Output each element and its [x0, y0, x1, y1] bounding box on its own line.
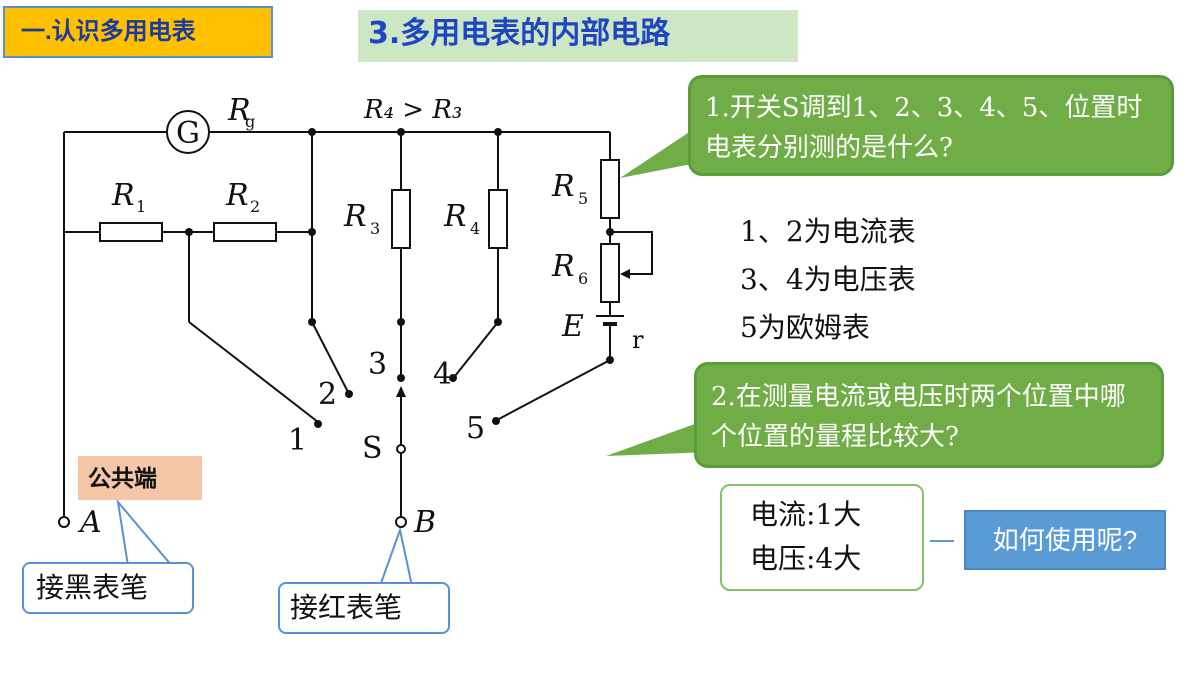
svg-text:6: 6 — [578, 269, 588, 288]
rg-sub: g — [245, 112, 255, 131]
battery-label: E — [561, 309, 584, 344]
answer-line-2: 3、4为电压表 — [740, 263, 916, 296]
position-3-label: 3 — [368, 347, 387, 382]
galvanometer-label: G — [176, 116, 200, 151]
section-tag: 一.认识多用电表 — [3, 6, 273, 58]
svg-text:5: 5 — [578, 189, 588, 208]
resistor-r1 — [99, 222, 163, 242]
terminal-b — [395, 516, 407, 528]
r2-label: R — [225, 178, 249, 213]
connector-line — [930, 540, 954, 542]
how-to-use-button[interactable]: 如何使用呢? — [964, 510, 1166, 570]
switch-s — [396, 444, 406, 454]
slide-title: 3.多用电表的内部电路 — [358, 10, 798, 62]
resistor-r5 — [600, 159, 620, 219]
switch-position-2 — [345, 390, 353, 398]
position-1-label: 1 — [288, 423, 307, 458]
svg-text:1: 1 — [136, 197, 146, 216]
svg-text:3: 3 — [370, 219, 380, 238]
position-5-label: 5 — [466, 411, 485, 446]
switch-position-4 — [449, 374, 457, 382]
r5-label: R — [551, 169, 575, 204]
question-1-callout: 1.开关S调到1、2、3、4、5、位置时电表分别测的是什么? — [688, 75, 1174, 176]
r4-label: R — [443, 199, 467, 234]
common-terminal-tag: 公共端 — [78, 456, 202, 500]
svg-text:4: 4 — [470, 219, 480, 238]
resistor-r2 — [213, 222, 277, 242]
switch-label: S — [362, 431, 383, 466]
answer-line-1: 1、2为电流表 — [740, 215, 916, 248]
red-probe-label: 接红表笔 — [278, 582, 450, 634]
terminal-a-label: A — [77, 505, 102, 540]
resistance-relation: R₄ > R₃ — [363, 95, 462, 125]
resistor-r4 — [488, 189, 508, 249]
switch-position-5 — [492, 417, 500, 425]
switch-position-1 — [314, 420, 322, 428]
internal-resistance-label: r — [632, 326, 644, 354]
range-answer-current: 电流:1大 — [750, 498, 862, 531]
svg-text:2: 2 — [250, 197, 260, 216]
resistor-r6 — [600, 243, 620, 303]
r6-label: R — [551, 249, 575, 284]
range-answer-voltage: 电压:4大 — [750, 542, 862, 575]
rg-label: R — [227, 93, 251, 128]
question-2-callout: 2.在测量电流或电压时两个位置中哪个位置的量程比较大? — [694, 362, 1164, 468]
r3-label: R — [343, 199, 367, 234]
terminal-b-label: B — [413, 505, 436, 540]
red-pen-tail — [378, 526, 414, 587]
black-probe-label: 接黑表笔 — [22, 562, 194, 614]
resistor-r3 — [391, 189, 411, 249]
galvanometer — [166, 110, 210, 154]
position-4-label: 4 — [433, 357, 452, 392]
range-answer-box: 电流:1大 电压:4大 — [720, 484, 924, 591]
q2-callout-tail — [606, 420, 710, 456]
position-2-label: 2 — [318, 377, 337, 412]
terminal-a — [58, 516, 70, 528]
r1-label: R — [111, 178, 135, 213]
switch-position-3 — [397, 374, 405, 382]
answer-line-3: 5为欧姆表 — [740, 311, 870, 344]
black-pen-tail — [116, 498, 175, 567]
